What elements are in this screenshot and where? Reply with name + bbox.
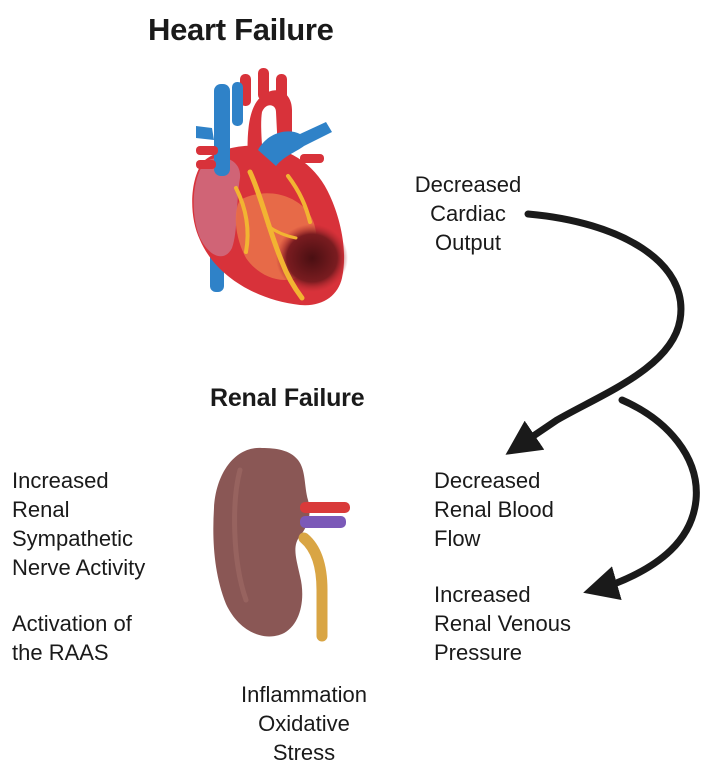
- heart-illustration-icon: [192, 68, 348, 306]
- decreased-renal-blood-flow-label: Decreased Renal Blood Flow: [434, 468, 554, 551]
- renal-failure-title: Renal Failure: [210, 384, 365, 412]
- raas-activation-label: Activation of the RAAS: [12, 611, 132, 665]
- to-venous-pressure-arrow: [583, 396, 700, 601]
- heart-failure-title: Heart Failure: [148, 12, 334, 47]
- decreased-cardiac-output-label: Decreased Cardiac Output: [414, 172, 522, 255]
- cardiac-to-blood-flow-arrow: [505, 210, 685, 455]
- renal-sympathetic-activity-label: Increased Renal Sympathetic Nerve Activi…: [12, 468, 146, 580]
- kidney-illustration-icon: [213, 447, 350, 642]
- increased-renal-venous-pressure-label: Increased Renal Venous Pressure: [434, 582, 571, 665]
- inflammation-oxidative-stress-label: Inflammation Oxidative Stress: [241, 682, 367, 765]
